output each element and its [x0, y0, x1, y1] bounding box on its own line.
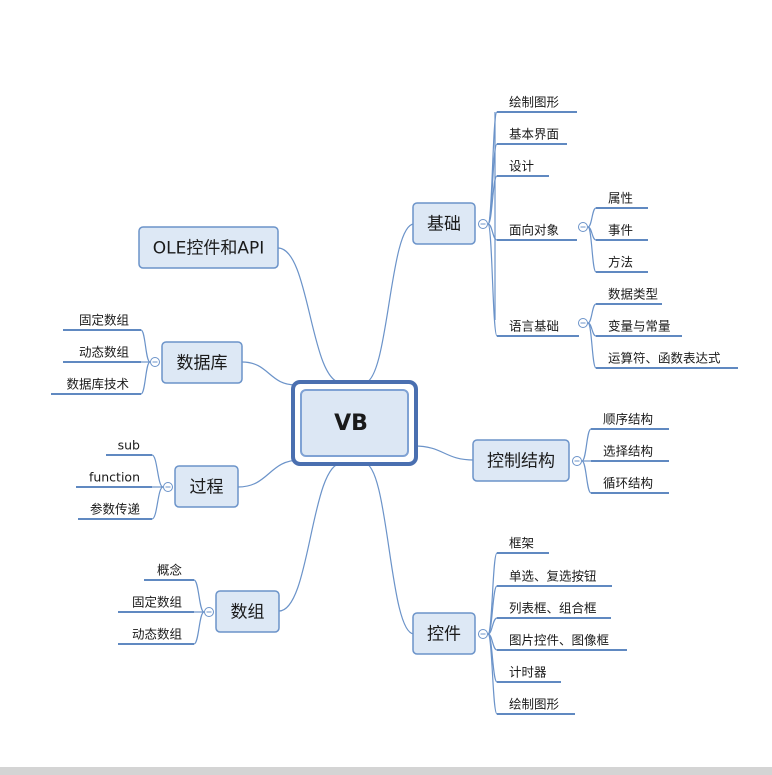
connector-root-jichu	[363, 223, 415, 384]
branch-kongjian[interactable]	[412, 612, 476, 655]
node-shujuku-0[interactable]: 固定数组	[79, 313, 129, 328]
branch-guocheng-label: 过程	[190, 478, 224, 498]
branch-ole-label: OLE控件和API	[153, 239, 265, 259]
connector-guocheng-child	[151, 486, 164, 520]
connector-kongjian-child	[487, 585, 498, 635]
node-shuzu-1[interactable]: 固定数组	[132, 595, 182, 610]
node-shujuku-2[interactable]: 数据库技术	[66, 377, 129, 392]
connector-root-shujuku	[241, 361, 297, 386]
connector-guocheng-child	[151, 454, 164, 488]
connector-kongjian-child	[487, 552, 498, 635]
bottom-scroll-bar	[0, 767, 772, 775]
node-mianxiang-0[interactable]: 属性	[608, 191, 633, 206]
connector-mianxiang-child	[587, 226, 597, 273]
branch-jichu[interactable]	[412, 202, 476, 245]
node-jichu-1[interactable]: 基本界面	[509, 127, 559, 142]
connector-jichu-child	[487, 175, 498, 225]
connector-jichu-child	[487, 223, 498, 241]
connector-root-ole	[277, 247, 343, 384]
node-kongjian-2[interactable]: 列表框、组合框	[509, 601, 597, 616]
connector-kongjian-child	[487, 633, 498, 715]
connector-root-kongjian	[363, 462, 415, 635]
branch-shujuku[interactable]	[161, 341, 243, 384]
connector-shuzu-child	[193, 579, 205, 613]
connector-yuyan-child	[587, 303, 597, 324]
node-guocheng-1[interactable]: function	[89, 470, 140, 485]
branch-shuzu-label: 数组	[231, 603, 265, 623]
node-jichu-0[interactable]: 绘制图形	[509, 95, 560, 110]
branch-kongjian-label: 控件	[427, 625, 461, 645]
node-yuyan-0[interactable]: 数据类型	[608, 287, 658, 302]
node-mianxiang-1[interactable]: 事件	[608, 223, 633, 238]
root-node-label: VB	[334, 411, 368, 436]
node-shuzu-0[interactable]: 概念	[157, 563, 183, 578]
connector-shujuku-child	[140, 329, 151, 363]
node-guocheng-0[interactable]: sub	[118, 438, 140, 453]
connector-root-shuzu	[278, 462, 343, 612]
root-node[interactable]	[300, 389, 409, 457]
connector-kongzhi-child	[581, 428, 592, 462]
branch-ole[interactable]	[138, 226, 279, 269]
node-jichu-3[interactable]: 面向对象	[509, 223, 559, 238]
branch-kongzhi-label: 控制结构	[487, 452, 555, 472]
connector-shuzu-child	[193, 611, 205, 645]
connector-shujuku-child	[140, 361, 151, 395]
connector-kongjian-child	[487, 617, 498, 635]
node-kongjian-5[interactable]: 绘制图形	[509, 697, 560, 712]
branch-guocheng[interactable]	[174, 465, 239, 508]
node-kongjian-4[interactable]: 计时器	[509, 665, 547, 680]
connector-jichu-child	[487, 111, 498, 225]
node-shujuku-1[interactable]: 动态数组	[79, 345, 129, 360]
connector-jichu-child	[487, 223, 498, 337]
node-kongjian-1[interactable]: 单选、复选按钮	[509, 569, 597, 584]
node-yuyan-2[interactable]: 运算符、函数表达式	[608, 351, 721, 366]
node-kongzhi-1[interactable]: 选择结构	[603, 444, 653, 459]
node-mianxiang-2[interactable]: 方法	[608, 255, 633, 270]
connector-mianxiang-child	[587, 207, 597, 228]
node-shuzu-2[interactable]: 动态数组	[132, 627, 182, 642]
node-kongzhi-2[interactable]: 循环结构	[603, 476, 653, 491]
branch-kongzhi[interactable]	[472, 439, 570, 482]
branch-shuzu[interactable]	[215, 590, 280, 633]
node-yuyan-1[interactable]: 变量与常量	[608, 319, 671, 334]
branch-shujuku-label: 数据库	[177, 354, 228, 374]
node-kongjian-0[interactable]: 框架	[509, 536, 534, 551]
connector-kongzhi-child	[581, 460, 592, 494]
connector-root-guocheng	[237, 459, 301, 488]
connector-root-kongzhi	[413, 445, 475, 461]
node-jichu-4[interactable]: 语言基础	[509, 319, 559, 334]
node-kongjian-3[interactable]: 图片控件、图像框	[509, 633, 610, 648]
node-kongzhi-0[interactable]: 顺序结构	[603, 412, 653, 427]
connector-yuyan-child	[587, 322, 597, 369]
branch-jichu-label: 基础	[427, 215, 461, 235]
node-guocheng-2[interactable]: 参数传递	[90, 502, 141, 517]
node-jichu-2[interactable]: 设计	[509, 159, 534, 174]
